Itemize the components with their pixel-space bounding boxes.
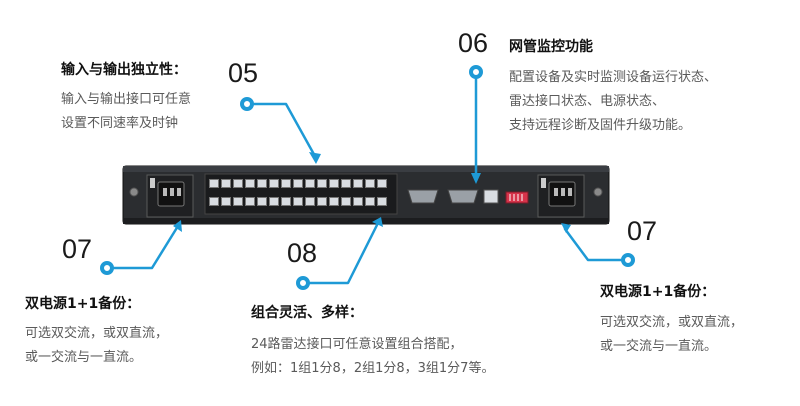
callout-08-description: 24路雷达接口可任意设置组合搭配， 例如：1组1分8，2组1分8，3组1分7等。 xyxy=(251,333,494,381)
callout-08-line: 24路雷达接口可任意设置组合搭配， xyxy=(251,337,463,352)
rj45-port-row-top xyxy=(209,179,387,188)
callout-08-line: 例如：1组1分8，2组1分8，3组1分7等。 xyxy=(251,361,495,376)
power-socket-icon xyxy=(537,174,585,218)
callout-05-line: 输入与输出接口可任意 xyxy=(61,92,192,107)
callout-06-number: 06 xyxy=(458,28,489,58)
callout-07-right-title: 双电源1+1备份： xyxy=(600,284,716,300)
callout-06-description: 配置设备及实时监测设备运行状态、 雷达接口状态、电源状态、 支持远程诊断及固件升… xyxy=(509,66,717,138)
callout-07-right-line: 或一交流与一直流。 xyxy=(600,339,718,354)
ground-screw-icon xyxy=(129,187,603,197)
callout-07-right-description: 可选双交流，或双直流， 或一交流与一直流。 xyxy=(600,311,743,359)
rj45-port-icon xyxy=(483,189,499,204)
callout-07-right-line: 可选双交流，或双直流， xyxy=(600,315,744,330)
leader-line-07-right xyxy=(563,227,630,262)
callout-05-description: 输入与输出接口可任意 设置不同速率及时钟 xyxy=(61,88,191,136)
callout-08-title: 组合灵活、多样： xyxy=(251,305,363,321)
rj45-port-row-bottom xyxy=(209,197,387,206)
callout-07-left-line: 或一交流与一直流。 xyxy=(25,350,143,365)
callout-05-line: 设置不同速率及时钟 xyxy=(61,116,179,131)
callout-06-line: 配置设备及实时监测设备运行状态、 xyxy=(509,70,718,85)
callout-07-left-line: 可选双交流，或双直流， xyxy=(25,326,169,341)
leader-line-05 xyxy=(245,102,318,160)
callout-07-left-title: 双电源1+1备份： xyxy=(25,296,141,312)
leader-line-07-left xyxy=(105,224,180,270)
callout-07-left-description: 可选双交流，或双直流， 或一交流与一直流。 xyxy=(25,322,168,370)
leader-line-08 xyxy=(301,221,380,285)
callout-06-title: 网管监控功能 xyxy=(509,39,593,55)
power-socket-icon xyxy=(146,174,194,218)
callout-06-line: 雷达接口状态、电源状态、 xyxy=(509,94,666,109)
callout-05-number: 05 xyxy=(228,58,259,88)
callout-05-title: 输入与输出独立性： xyxy=(61,62,187,78)
callout-08-number: 08 xyxy=(287,238,318,268)
callout-06-line: 支持远程诊断及固件升级功能。 xyxy=(509,118,692,133)
leader-dot xyxy=(100,65,635,290)
callout-07-left-number: 07 xyxy=(62,234,93,264)
callout-07-right-number: 07 xyxy=(627,216,658,246)
dip-switch-icon xyxy=(505,191,529,204)
db9-connector-icon xyxy=(407,189,479,204)
